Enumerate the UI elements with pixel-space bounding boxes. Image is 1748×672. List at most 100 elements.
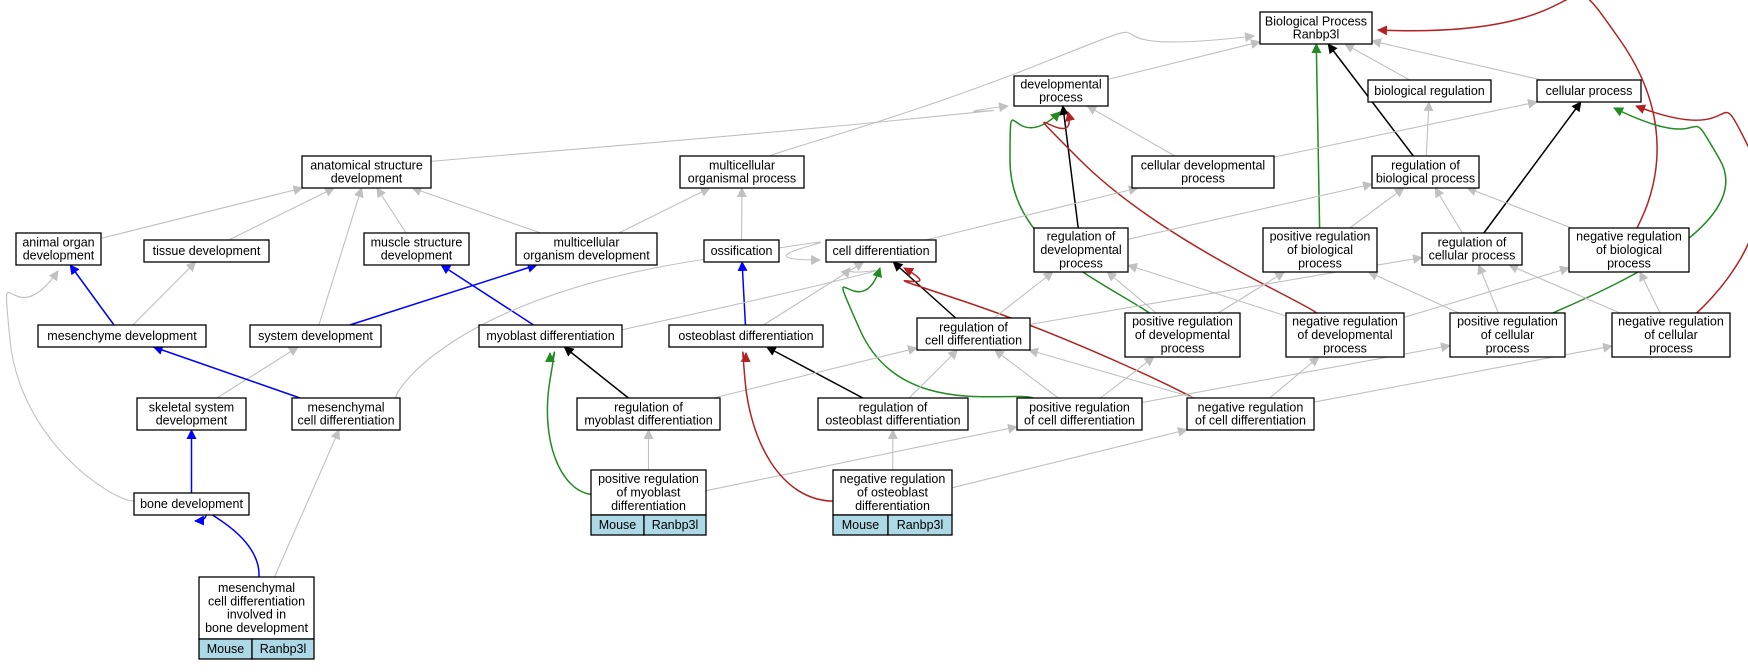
edge-nrbp-to-rbp <box>1466 186 1572 229</box>
node-label-line: multicellular <box>709 158 775 172</box>
go-term-node-celldiff[interactable]: cell differentiation <box>825 239 937 263</box>
node-box <box>703 239 780 263</box>
edge-mesdev-to-aod <box>69 264 115 326</box>
node-label-line: biological process <box>1376 172 1475 186</box>
node-label-line: of cellular <box>1481 328 1535 342</box>
node-box <box>1033 227 1129 273</box>
node-label-line: regulation of <box>614 400 683 414</box>
edge-nrcd-to-rcd <box>1027 347 1196 399</box>
node-label-line: tissue development <box>153 244 261 258</box>
node-label-line: positive regulation <box>1132 315 1233 329</box>
edge-rcd-to-rdp <box>993 271 1054 319</box>
go-term-node-ossif[interactable]: ossification <box>703 239 780 263</box>
edge-cdp-to-dev <box>1086 105 1176 157</box>
edge-aod-to-asd <box>100 185 304 239</box>
node-box <box>143 239 270 263</box>
node-label-line: of cell differentiation <box>1024 414 1135 428</box>
edge-prcp-to-cellproc <box>1552 107 1727 314</box>
go-term-node-cellproc[interactable]: cellular process <box>1536 79 1642 103</box>
node-box <box>1285 312 1405 358</box>
annotation-gene-cell <box>887 514 953 536</box>
go-term-node-mesdev[interactable]: mesenchyme development <box>37 324 207 348</box>
edge-rcp-to-cellproc <box>1483 101 1582 234</box>
node-label-line: process <box>1486 341 1530 355</box>
go-term-node-sysdev[interactable]: system development <box>249 324 382 348</box>
edge-nrdp-to-rdp <box>1127 263 1287 317</box>
node-label-line: negative regulation <box>1292 315 1398 329</box>
node-box <box>1013 75 1109 107</box>
node-label-line: of biological <box>1596 243 1662 257</box>
node-label-line: cellular process <box>1546 84 1633 98</box>
node-label-line: of myoblast <box>617 486 681 500</box>
node-label-line: process <box>1298 256 1342 270</box>
node-label-line: of biological <box>1287 243 1353 257</box>
edge-nrdp-to-dev <box>1043 111 1318 314</box>
node-label-line: regulation of <box>939 320 1008 334</box>
edge-mesdev-to-tissue <box>132 261 197 326</box>
node-label-line: mesenchymal <box>218 581 295 595</box>
edge-nrcp-to-nrbp <box>1639 271 1661 314</box>
go-term-node-ostdiff[interactable]: osteoblast differentiation <box>668 324 824 348</box>
node-label-line: cell differentiation <box>208 594 305 608</box>
node-box <box>37 324 207 348</box>
edge-rbp-to-bioreg <box>1423 101 1434 157</box>
edge-nrdp-to-nrbp <box>1403 265 1570 318</box>
edge-tissue-to-asd <box>228 187 335 241</box>
edge-rod-to-rcd <box>908 349 959 399</box>
node-box <box>291 397 401 431</box>
node-box <box>679 155 805 189</box>
edge-sysdev-to-mod <box>349 262 538 326</box>
node-box <box>1124 312 1241 358</box>
edge-sysdev-to-asd <box>318 187 364 326</box>
node-box <box>136 397 247 431</box>
node-label-line: differentiation <box>855 499 930 513</box>
annotation-gene: Ranbp3l <box>897 518 944 532</box>
go-term-node-myodiff[interactable]: myoblast differentiation <box>478 324 623 348</box>
go-term-node-bioreg[interactable]: biological regulation <box>1367 79 1492 103</box>
node-box <box>1262 227 1378 273</box>
go-term-node-tissue[interactable]: tissue development <box>143 239 270 263</box>
go-term-node-bonedev[interactable]: bone development <box>133 492 250 516</box>
node-label-line: negative regulation <box>1576 230 1682 244</box>
node-label-line: positive regulation <box>1029 400 1130 414</box>
node-label-line: process <box>1323 341 1367 355</box>
node-label-line: of cell differentiation <box>1195 414 1306 428</box>
node-label-line: positive regulation <box>598 472 699 486</box>
edge-prmd-to-prcd <box>705 423 1018 492</box>
node-label-line: development <box>156 414 228 428</box>
node-label-line: regulation of <box>1438 235 1507 249</box>
edge-mcdbone-to-mescd <box>273 429 340 578</box>
edge-ostdiff-to-ossif <box>737 261 748 326</box>
edge-prdp-to-prbp <box>1217 271 1286 314</box>
node-label-line: osteoblast differentiation <box>678 329 813 343</box>
edge-cellproc-to-bp <box>1371 38 1542 81</box>
